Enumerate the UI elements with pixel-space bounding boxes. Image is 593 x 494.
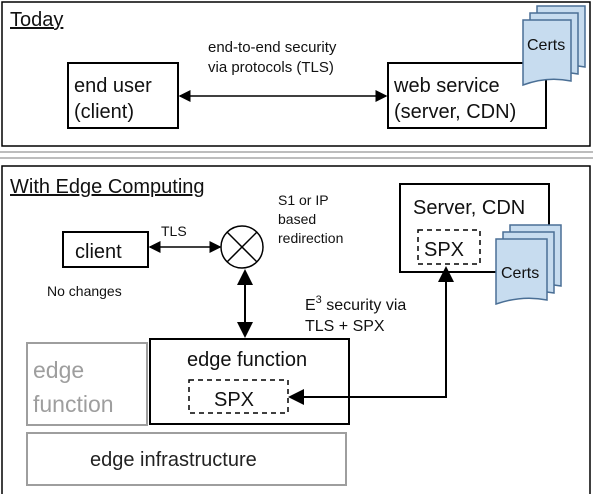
client-box (62, 231, 149, 268)
today-title: Today (10, 9, 63, 31)
e3-security-label-line1: E3 security via (305, 294, 406, 314)
web-service-label-line1: web service (393, 75, 500, 97)
end-user-label-line1: end user (74, 75, 152, 97)
edge-infrastructure-node: edge infrastructure (26, 432, 347, 486)
web-service-node: web service (server, CDN) (387, 62, 547, 129)
edge-certs-stack: Certs (495, 224, 562, 306)
server-spx-label: SPX (424, 239, 464, 261)
web-service-label-line2: (server, CDN) (394, 101, 516, 123)
server-spx-box (417, 229, 481, 265)
end-user-box (67, 62, 179, 129)
edge-spx-label: SPX (214, 389, 254, 411)
today-certs-stack: Certs (522, 5, 586, 87)
no-changes-label: No changes (47, 283, 122, 299)
edge-infrastructure-box (26, 432, 347, 486)
e3-prefix: E (305, 297, 316, 314)
redirector-node (220, 225, 264, 269)
edge-infrastructure-label: edge infrastructure (90, 449, 257, 471)
tls-label: TLS (161, 223, 187, 239)
client-label: client (75, 241, 122, 263)
spx-channel-arrow (288, 266, 454, 405)
protocol-label-line1: end-to-end security (208, 39, 337, 56)
edge-panel: With Edge Computing client No changes TL… (1, 165, 591, 494)
e3-security-label-line2: TLS + SPX (305, 318, 385, 335)
end-user-node: end user (client) (67, 62, 179, 129)
redirection-label-line1: S1 or IP (278, 192, 329, 208)
ghost-edge-function-box (26, 342, 148, 426)
edge-function-label: edge function (187, 349, 307, 371)
redirector-cross-b (226, 231, 258, 263)
edge-panel-frame (1, 165, 591, 494)
end-user-label-line2: (client) (74, 101, 134, 123)
edge-spx-box (188, 379, 289, 414)
today-panel: Today end user (client) end-to-end secur… (1, 1, 591, 147)
today-certs-label: Certs (527, 37, 565, 54)
redirection-label-line2: based (278, 211, 316, 227)
ghost-edge-function-line2: function (33, 391, 114, 417)
edge-function-node: edge function SPX (149, 338, 350, 425)
ghost-edge-function-node: edge function (26, 342, 148, 426)
server-label: Server, CDN (413, 197, 525, 219)
edge-title: With Edge Computing (10, 176, 205, 198)
protocol-label-line2: via protocols (TLS) (208, 59, 334, 76)
client-node: client (62, 231, 149, 268)
edge-certs-doc-front (495, 238, 548, 306)
e3-suffix: security via (322, 297, 407, 314)
certs-doc-front (522, 19, 572, 87)
redirection-label-line3: redirection (278, 230, 343, 246)
ghost-edge-function-line1: edge (33, 357, 84, 383)
web-service-box (387, 62, 547, 129)
edge-certs-label: Certs (501, 265, 539, 282)
